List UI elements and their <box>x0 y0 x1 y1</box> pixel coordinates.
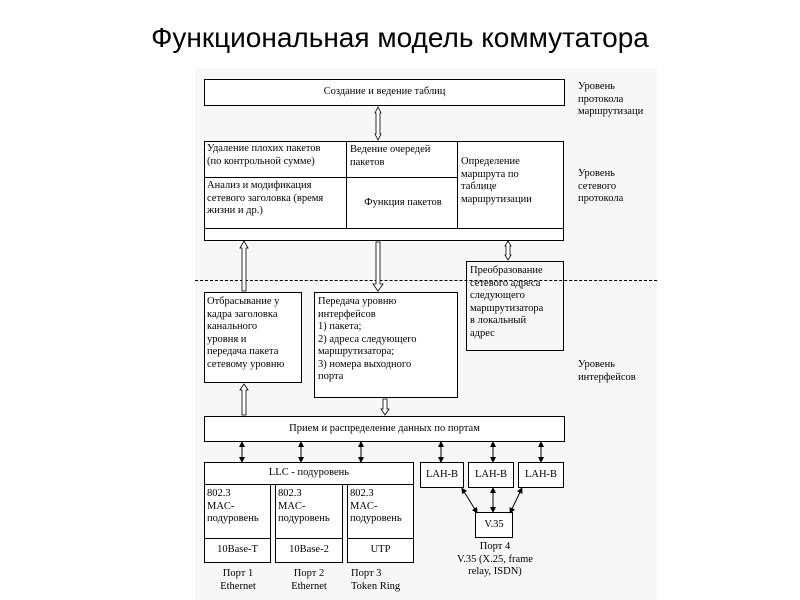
divider <box>348 538 413 539</box>
address-conversion-box: Преобразование сетевого адреса следующег… <box>466 261 564 351</box>
port-2-column: 802.3 MAC- подуровень 10Base-2 <box>275 484 343 563</box>
data-distribution-text: Прием и распределение данных по портам <box>289 422 480 434</box>
bad-packets-cell: Удаление плохих пакетов (по контрольной … <box>207 143 321 167</box>
medium-text: UTP <box>370 544 391 556</box>
packet-function-text: Функция пакетов <box>364 196 442 208</box>
routing-table-box: Создание и ведение таблиц <box>204 79 565 106</box>
transfer-heading: Передача уровню интерфейсов <box>318 296 397 320</box>
port-2-label: Порт 2 Ethernet <box>291 568 327 592</box>
port-3-column: 802.3 MAC- подуровень UTP <box>347 484 414 563</box>
port-1-label: Порт 1 Ethernet <box>220 568 256 592</box>
port-4-label: Порт 4 V.35 (X.25, frame relay, ISDN) <box>457 541 533 577</box>
llc-sublayer-box: LLC - подуровень <box>204 462 414 485</box>
transfer-item: 2) адреса следующего маршрутизатора; <box>318 333 417 358</box>
divider <box>457 142 458 228</box>
divider <box>205 538 270 539</box>
header-analysis-cell: Анализ и модификация сетевого заголовка … <box>207 180 324 216</box>
lah-b-box: LAH-B <box>468 462 514 488</box>
lah-b-text: LAH-B <box>524 468 558 480</box>
medium-text: 10Base-2 <box>289 544 329 556</box>
transfer-to-interfaces-box: Передача уровню интерфейсов 1) пакета; 2… <box>314 292 458 398</box>
page-title: Функциональная модель коммутатора <box>151 22 649 53</box>
divider <box>276 538 342 539</box>
mac-sublayer-cell: 802.3 MAC- подуровень <box>278 488 330 524</box>
data-distribution-box: Прием и распределение данных по портам <box>204 416 565 442</box>
level-label-network: Уровень сетевого протокола <box>578 168 624 204</box>
network-protocol-box: Удаление плохих пакетов (по контрольной … <box>204 141 564 241</box>
mac-sublayer-cell: 802.3 MAC- подуровень <box>207 488 259 524</box>
lah-b-text: LAH-B <box>425 468 459 480</box>
llc-sublayer-text: LLC - подуровень <box>268 467 350 479</box>
divider <box>205 177 457 178</box>
medium-cell: UTP <box>348 539 413 562</box>
v35-text: V.35 <box>484 518 504 530</box>
medium-cell: 10Base-T <box>205 539 270 562</box>
routing-table-text: Создание и ведение таблиц <box>323 86 446 98</box>
v35-box: V.35 <box>475 512 513 538</box>
packet-function-cell: Функция пакетов <box>348 178 458 228</box>
mac-sublayer-cell: 802.3 MAC- подуровень <box>350 488 402 524</box>
level-label-routing: Уровень протокола маршрутизаци <box>578 81 644 117</box>
divider <box>205 228 563 229</box>
port-3-label: Порт 3 Token Ring <box>351 568 401 592</box>
level-separator-line <box>195 280 657 281</box>
discard-header-box: Отбрасывание у кадра заголовка канальног… <box>204 292 302 383</box>
level-label-interfaces: Уровень интерфейсов <box>578 359 636 383</box>
lah-b-text: LAH-B <box>474 468 508 480</box>
divider <box>346 142 347 228</box>
queues-cell: Ведение очередей пакетов <box>350 144 431 168</box>
route-lookup-cell: Определение маршрута по таблице маршрути… <box>461 156 532 205</box>
medium-text: 10Base-T <box>217 544 258 556</box>
medium-cell: 10Base-2 <box>276 539 342 562</box>
transfer-item: 1) пакета; <box>318 321 362 332</box>
transfer-item: 3) номера выходного порта <box>318 358 412 383</box>
lah-b-box: LAH-B <box>518 462 564 488</box>
port-1-column: 802.3 MAC- подуровень 10Base-T <box>204 484 271 563</box>
lah-b-box: LAH-B <box>420 462 464 488</box>
